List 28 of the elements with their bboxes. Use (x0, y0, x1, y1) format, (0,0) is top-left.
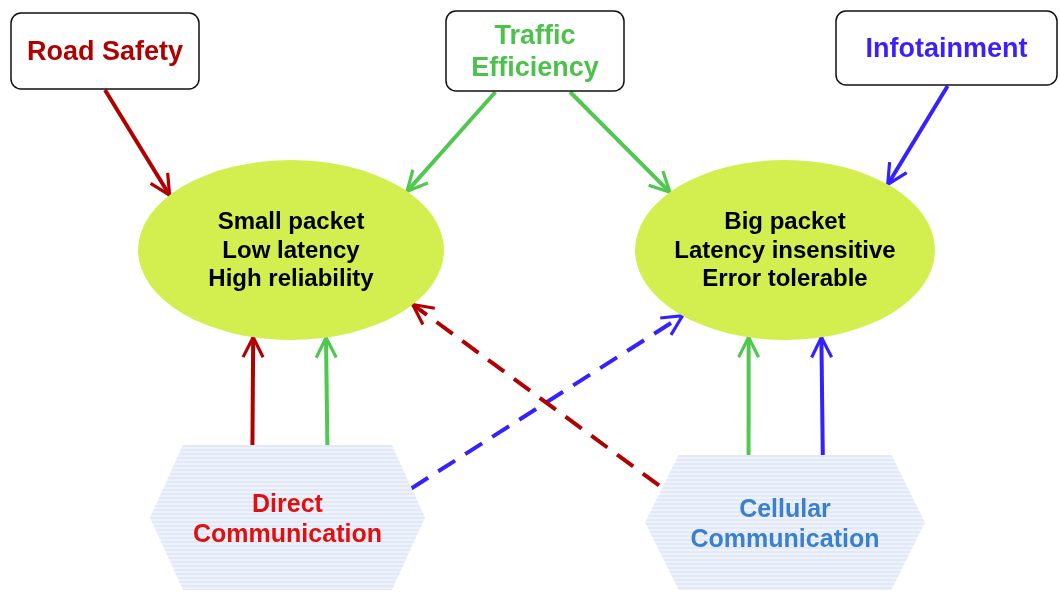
arrow (810, 335, 834, 456)
arrow (737, 335, 761, 455)
arrow (314, 336, 338, 446)
arrow (241, 335, 265, 445)
arrow (568, 90, 672, 194)
requirement-text: Latency insensitive (674, 235, 896, 265)
hexagon-node (150, 445, 425, 590)
hexagon-node (645, 455, 925, 590)
arrow (886, 84, 950, 187)
node-label: Traffic Efficiency (470, 18, 600, 84)
requirement-ellipse (635, 160, 935, 340)
requirement-text: Low latency (222, 235, 360, 265)
arrow (410, 314, 685, 491)
node-label: Infotainment (865, 31, 1028, 65)
node-label: Road Safety (26, 34, 183, 68)
label-box (445, 10, 625, 92)
arrow (411, 302, 661, 487)
arrow (405, 90, 497, 193)
requirement-text: Big packet (724, 206, 846, 236)
requirement-text: High reliability (208, 264, 374, 294)
node-label: Direct Communication (192, 487, 383, 548)
label-box (10, 12, 200, 90)
label-box (835, 10, 1058, 86)
requirement-text: Small packet (217, 206, 365, 236)
requirement-ellipse (138, 160, 444, 340)
requirement-text: Error tolerable (702, 264, 868, 294)
node-label: Cellular Communication (689, 492, 881, 553)
arrow (103, 88, 172, 197)
